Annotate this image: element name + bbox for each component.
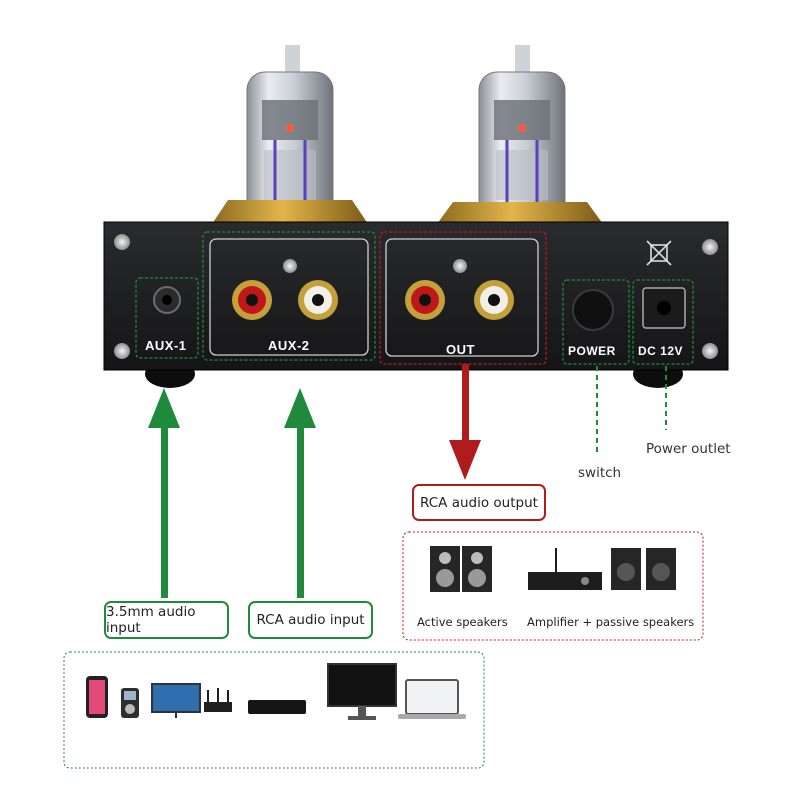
- dc-label: DC 12V: [638, 344, 684, 358]
- out-rca-red-jack[interactable]: [405, 280, 445, 320]
- aux1-label: AUX-1: [145, 338, 187, 353]
- input-arrow-aux2: [284, 388, 316, 598]
- set-top-box-icon: [248, 700, 306, 714]
- aux2-label: AUX-2: [268, 338, 310, 353]
- mp3-player-icon: [121, 688, 139, 718]
- vacuum-tube-left: [246, 45, 334, 223]
- switch-caption: switch: [578, 465, 622, 481]
- rca-output-callout: RCA audio output: [412, 484, 546, 521]
- input-arrow-aux1: [148, 388, 180, 598]
- vacuum-tube-right: [478, 45, 566, 223]
- monitor-icon: [327, 663, 397, 720]
- out-rca-white-jack[interactable]: [474, 280, 514, 320]
- aux2-rca-red-jack[interactable]: [232, 280, 272, 320]
- power-outlet-caption: Power outlet: [646, 441, 731, 457]
- out-label: OUT: [446, 342, 475, 357]
- laptop-icon: [398, 679, 466, 719]
- aux2-rca-white-jack[interactable]: [298, 280, 338, 320]
- output-arrow: [449, 364, 481, 480]
- screw-icon: [114, 234, 718, 359]
- input-35mm-callout: 3.5mm audio input: [104, 601, 229, 639]
- active-speakers-icon: [430, 546, 492, 592]
- rca-input-callout: RCA audio input: [248, 601, 373, 639]
- tv-icon: [151, 683, 201, 718]
- amplifier-passive-speakers-icon: [528, 548, 676, 590]
- power-switch-button[interactable]: [572, 289, 614, 331]
- router-icon: [204, 688, 232, 712]
- active-speakers-caption: Active speakers: [417, 615, 508, 629]
- amp-passive-caption: Amplifier + passive speakers: [527, 615, 695, 629]
- weee-bin-icon: [646, 240, 672, 266]
- tube-socket-left: [212, 200, 368, 224]
- power-label: POWER: [568, 344, 616, 358]
- smartphone-icon: [86, 676, 108, 718]
- tube-socket-right: [437, 202, 603, 224]
